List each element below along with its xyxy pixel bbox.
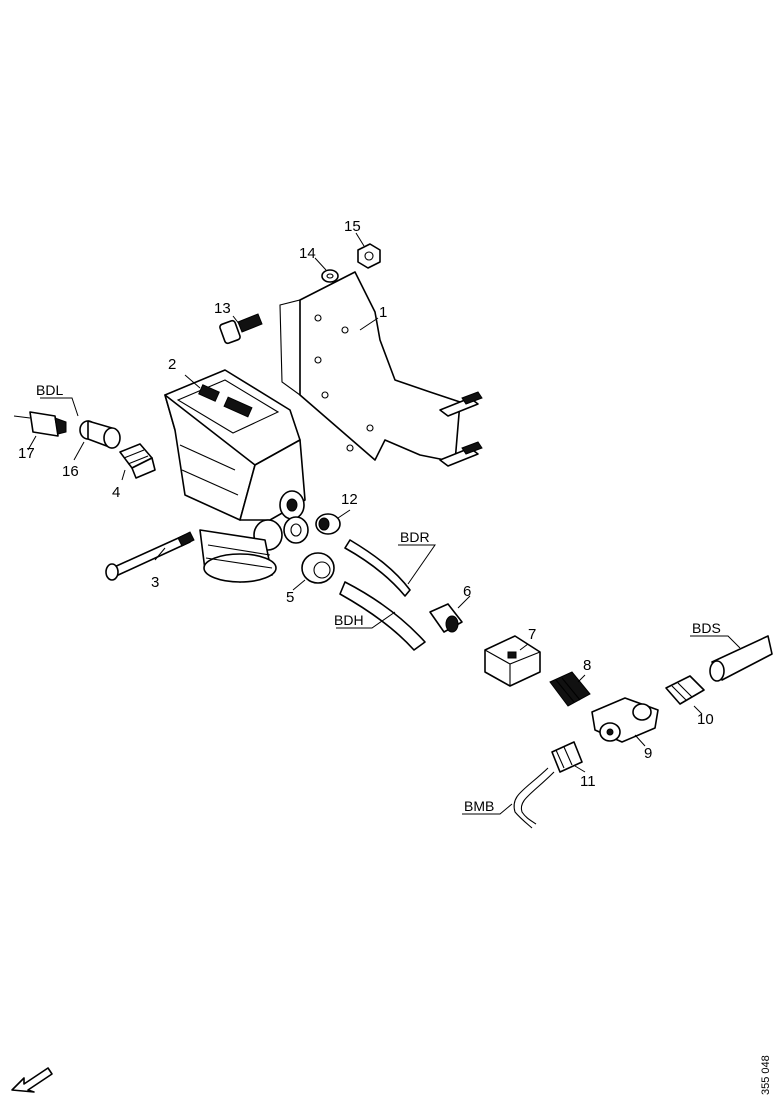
mounting-bracket [279, 271, 479, 467]
callout-7: 7 [528, 626, 536, 643]
label-bmb: BMB [464, 798, 494, 814]
fitting-6 [429, 603, 463, 633]
fitting-12 [315, 513, 341, 535]
fitting-5 [301, 552, 335, 584]
valve-assembly [164, 369, 309, 583]
callout-9: 9 [644, 745, 652, 762]
callout-3: 3 [151, 574, 159, 591]
callout-10: 10 [697, 711, 714, 728]
callout-14: 14 [299, 245, 316, 262]
callout-17: 17 [18, 445, 35, 462]
leader-lines [27, 232, 741, 815]
callout-12: 12 [341, 491, 358, 508]
hose-bds [709, 635, 773, 682]
callout-13: 13 [214, 300, 231, 317]
fitting-11 [551, 741, 583, 773]
hose-bdr [344, 539, 411, 597]
callout-11: 11 [580, 773, 596, 790]
long-bolt-3 [105, 531, 195, 581]
callout-16: 16 [62, 463, 79, 480]
callout-4: 4 [112, 484, 120, 501]
label-bds: BDS [692, 620, 721, 636]
bracket-studs [461, 391, 483, 455]
bolt-13 [219, 313, 263, 345]
callout-5: 5 [286, 589, 294, 606]
callout-8: 8 [583, 657, 591, 674]
direction-arrow-icon [11, 1067, 53, 1093]
hose-bmb [513, 767, 555, 829]
drawing-reference: 355 048 [760, 1055, 772, 1095]
clip-7 [484, 635, 541, 687]
connector-17 [13, 411, 67, 437]
callout-2: 2 [168, 356, 176, 373]
hose-bdh [339, 581, 426, 651]
label-bdh: BDH [334, 612, 364, 628]
callout-15: 15 [344, 218, 361, 235]
fitting-4 [119, 443, 156, 479]
adapter-8 [549, 671, 591, 707]
callout-1: 1 [379, 304, 387, 321]
callout-6: 6 [463, 583, 471, 600]
nut-15 [357, 243, 381, 269]
banjo-fitting-16 [79, 420, 121, 449]
tee-9 [591, 697, 659, 743]
washer-14 [321, 269, 339, 283]
label-bdl: BDL [36, 382, 63, 398]
fitting-10 [665, 675, 705, 705]
label-bdr: BDR [400, 529, 430, 545]
